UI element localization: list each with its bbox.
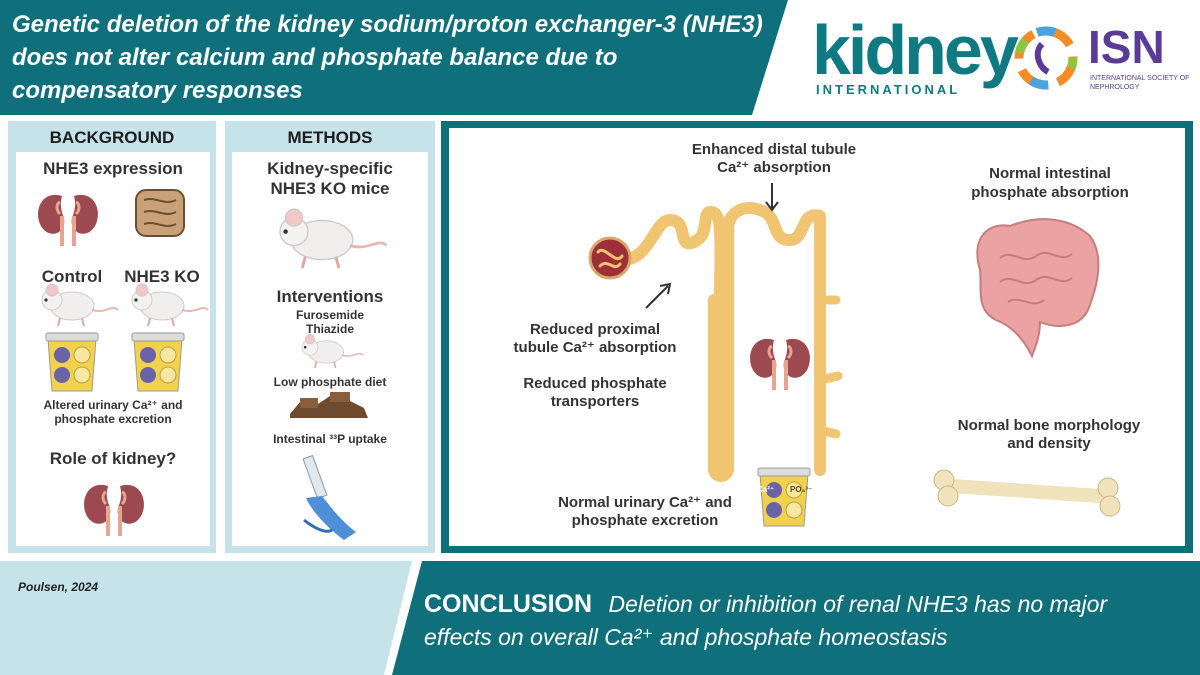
title-banner [0,0,788,115]
interventions-label: Interventions [276,287,384,306]
altered-excretion-line-2: phosphate excretion [54,412,172,426]
syringe-icon [302,454,356,540]
normal-urinary-line-1: Normal urinary Ca²⁺ and [558,494,732,511]
conclusion-band [392,561,1200,675]
distal-absorption-line-1: Enhanced distal tubule [691,141,857,158]
conclusion-line-2: effects on overall Ca²⁺ and phosphate ho… [424,624,948,650]
title-line-1: Genetic deletion of the kidney sodium/pr… [12,11,763,38]
food-pellets-icon [290,392,368,418]
drug-2-label: Thiazide [305,322,354,336]
intestine-icon-1 [135,189,185,237]
distal-absorption-line-2: Ca²⁺ absorption [717,159,831,176]
control-label: Control [41,267,103,286]
role-of-kidney-label: Role of kidney? [49,449,177,468]
altered-excretion-line-1: Altered urinary Ca²⁺ and [43,398,183,412]
nhe3-ko-label: NHE3 KO [124,267,200,286]
control-urine-cup-icon [45,332,99,392]
background-heading: BACKGROUND [49,128,175,147]
ca-ion-label: Ca²⁺ [757,485,775,494]
conclusion-block: CONCLUSION Deletion or inhibition of ren… [424,588,1184,654]
normal-bone-line-1: Normal bone morphology [957,417,1141,434]
methods-mice-line-1: Kidney-specific [267,159,393,178]
normal-bone-line-2: and density [1007,435,1091,452]
main-title: Genetic deletion of the kidney sodium/pr… [12,8,782,107]
title-line-2: does not alter calcium and phosphate bal… [12,44,618,71]
results-urine-cup-icon [757,467,811,527]
conclusion-label: CONCLUSION [424,590,593,618]
intestinal-uptake-label: Intestinal ³³P uptake [273,432,387,446]
proximal-arrow [645,285,669,309]
phosphate-transporters-line-1: Reduced phosphate [523,375,667,392]
phosphate-transporters-line-2: transporters [550,393,640,410]
isn-logo-icon [1014,26,1078,90]
bone-icon [933,469,1121,517]
methods-mice-line-2: NHE3 KO mice [270,179,390,198]
society-logo-subtitle: INTERNATIONAL SOCIETY OF NEPHROLOGY [1090,75,1190,91]
proximal-absorption-line-1: Reduced proximal [529,321,661,338]
low-phosphate-diet-label: Low phosphate diet [273,375,387,389]
title-line-3: compensatory responses [12,77,303,104]
conclusion-line-1: Deletion or inhibition of renal NHE3 has… [608,591,1108,617]
nephron-illustration [588,202,843,482]
nhe3-expression-label: NHE3 expression [43,159,183,178]
journal-logo-word: kidney [812,11,1019,89]
society-logo-word: ISN [1088,21,1165,73]
normal-urinary-line-2: phosphate excretion [571,512,719,529]
ko-urine-cup-icon [131,332,185,392]
drug-1-label: Furosemide [295,308,364,322]
normal-intestinal-line-1: Normal intestinal [989,165,1111,182]
large-intestine-icon [976,218,1100,359]
credit-band [0,561,412,675]
po4-ion-label: PO₄³⁻ [790,485,813,494]
normal-intestinal-line-2: phosphate absorption [971,184,1129,201]
citation-credit: Poulsen, 2024 [18,580,99,594]
methods-heading: METHODS [287,128,373,147]
journal-logo-subtitle: INTERNATIONAL [816,82,961,97]
proximal-absorption-line-2: tubule Ca²⁺ absorption [513,339,677,356]
